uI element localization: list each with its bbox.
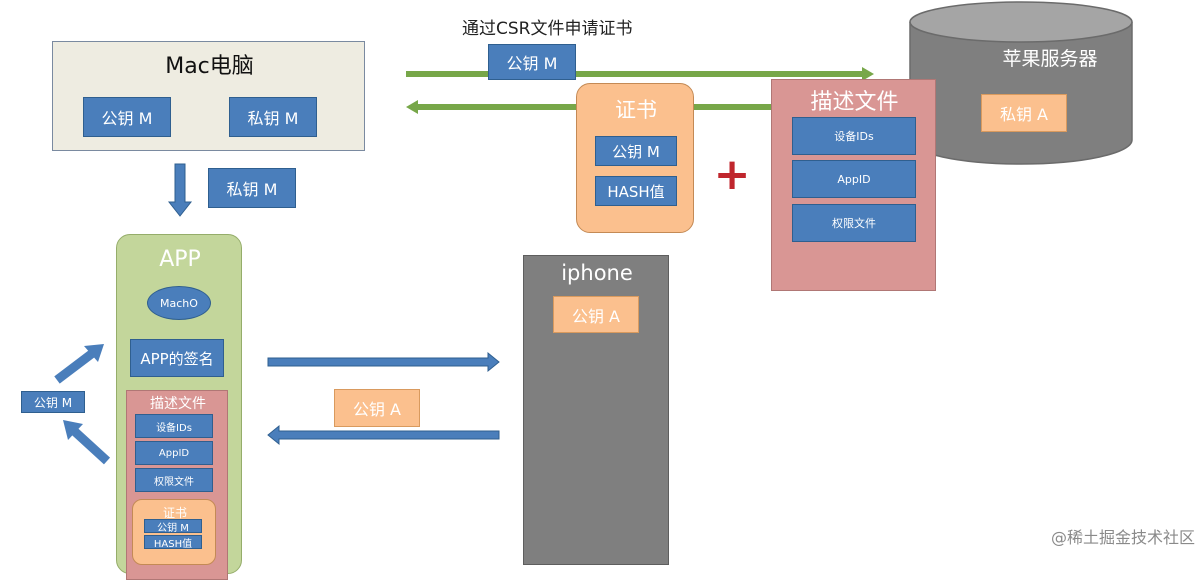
app-to-iphone-arrow [267,351,500,373]
csr-label: 通过CSR文件申请证书 [462,19,633,39]
app-cert-title: 证书 [162,506,187,520]
app-title: APP [159,247,201,272]
csr-arrow [406,67,874,81]
app-macho-ellipse: MachO [147,286,211,320]
iphone-to-app-arrow [267,424,500,446]
server-title: 苹果服务器 [1002,48,1098,70]
watermark: @稀土掘金技术社区 [1050,528,1195,547]
transfer-public-key-box: 公钥 A [334,389,420,427]
profile-entitlements: 权限文件 [792,204,916,242]
mac-computer-box: Mac电脑 公钥 M 私钥 M [52,41,365,151]
app-cert-public-key: 公钥 M [144,519,202,534]
app-profile-title: 描述文件 [150,396,206,412]
mac-public-key-box: 公钥 M [83,97,171,137]
profile-device-ids: 设备IDs [792,117,916,155]
up-diagonal-arrow [54,344,104,384]
profile-app-id: AppID [792,160,916,198]
app-profile-app-id: AppID [135,441,213,465]
cert-public-key-box: 公钥 M [595,136,677,166]
plus-sign: + [713,148,751,200]
profile-title: 描述文件 [810,90,899,115]
down-private-key-box: 私钥 M [208,168,296,208]
app-profile-entitlements: 权限文件 [135,468,213,492]
down-diagonal-arrow [63,420,111,465]
iphone-box: iphone 公钥 A [523,255,669,565]
iphone-title: iphone [561,261,633,285]
app-profile-device-ids: 设备IDs [135,414,213,438]
iphone-public-key-box: 公钥 A [553,296,639,333]
certificate-box: 证书 公钥 M HASH值 [576,83,694,233]
apple-server-cylinder [909,1,1133,165]
mac-title: Mac电脑 [165,54,254,79]
app-container: APP MachO APP的签名 描述文件 设备IDs AppID 权限文件 证… [116,234,242,580]
app-signature-box: APP的签名 [130,339,224,377]
csr-public-key-box: 公钥 M [488,44,576,80]
left-public-key-box: 公钥 M [21,391,85,413]
server-private-key-box: 私钥 A [981,94,1067,132]
app-profile-box: 描述文件 设备IDs AppID 权限文件 证书 公钥 M HASH值 [126,390,228,580]
cert-title: 证书 [615,98,657,122]
cert-hash-box: HASH值 [595,176,677,206]
app-cert-hash: HASH值 [144,535,202,550]
profile-box: 描述文件 设备IDs AppID 权限文件 [771,79,936,291]
app-cert-box: 证书 公钥 M HASH值 [132,499,216,565]
down-arrow [167,163,193,217]
mac-private-key-box: 私钥 M [229,97,317,137]
